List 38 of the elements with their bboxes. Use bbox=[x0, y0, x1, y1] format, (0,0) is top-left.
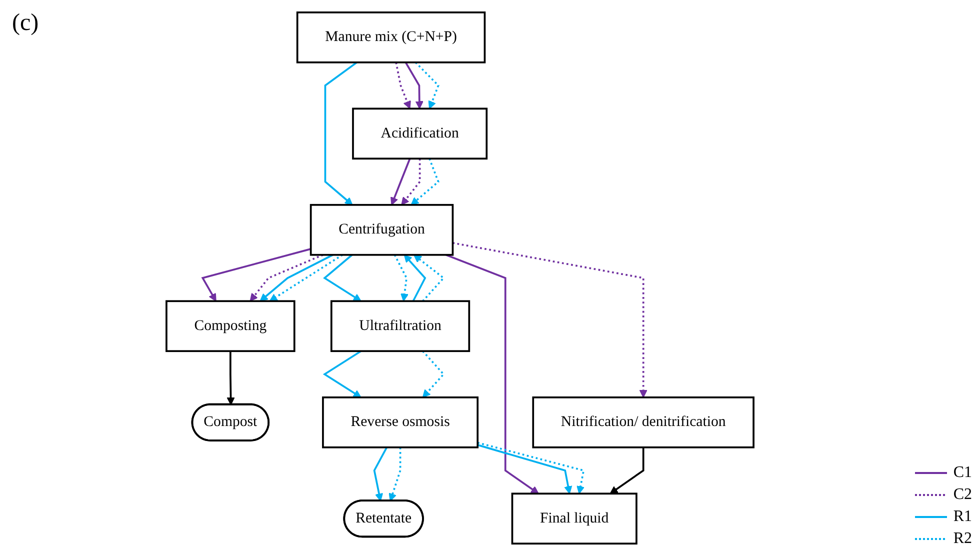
node-box: Ultrafiltration bbox=[330, 300, 470, 352]
arrow bbox=[390, 158, 411, 206]
arrow bbox=[324, 62, 358, 206]
arrow bbox=[477, 442, 585, 494]
legend-label: R1 bbox=[953, 508, 972, 526]
arrow bbox=[322, 350, 362, 398]
arrow bbox=[404, 62, 424, 110]
arrow bbox=[446, 254, 539, 494]
node-box: Manure mix (C+N+P) bbox=[296, 11, 486, 64]
node-box: Reverse osmosis bbox=[322, 396, 479, 448]
arrow bbox=[323, 254, 362, 302]
arrow bbox=[373, 446, 388, 502]
arrow bbox=[269, 254, 343, 302]
arrow bbox=[395, 62, 411, 110]
arrow bbox=[610, 447, 644, 494]
arrow bbox=[201, 248, 312, 302]
node-box: Acidification bbox=[352, 108, 488, 160]
arrow bbox=[394, 254, 409, 302]
panel-label: (c) bbox=[12, 10, 39, 37]
arrow bbox=[250, 254, 324, 302]
arrow bbox=[401, 158, 421, 206]
arrow bbox=[414, 254, 445, 302]
node-box: Nitrification/ denitrification bbox=[532, 396, 754, 448]
node-box: Centrifugation bbox=[310, 204, 454, 256]
arrow bbox=[404, 254, 426, 302]
arrow bbox=[414, 62, 440, 110]
arrow bbox=[452, 242, 648, 398]
legend-label: C1 bbox=[953, 464, 972, 482]
arrow bbox=[422, 350, 445, 398]
legend-label: R2 bbox=[953, 530, 972, 548]
node-box: Composting bbox=[166, 300, 296, 352]
arrow bbox=[260, 254, 334, 302]
arrow bbox=[477, 444, 572, 494]
legend-label: C2 bbox=[953, 486, 972, 504]
node-box: Final liquid bbox=[511, 492, 638, 545]
arrow bbox=[226, 351, 235, 406]
arrow bbox=[410, 158, 440, 206]
arrow bbox=[388, 447, 402, 502]
